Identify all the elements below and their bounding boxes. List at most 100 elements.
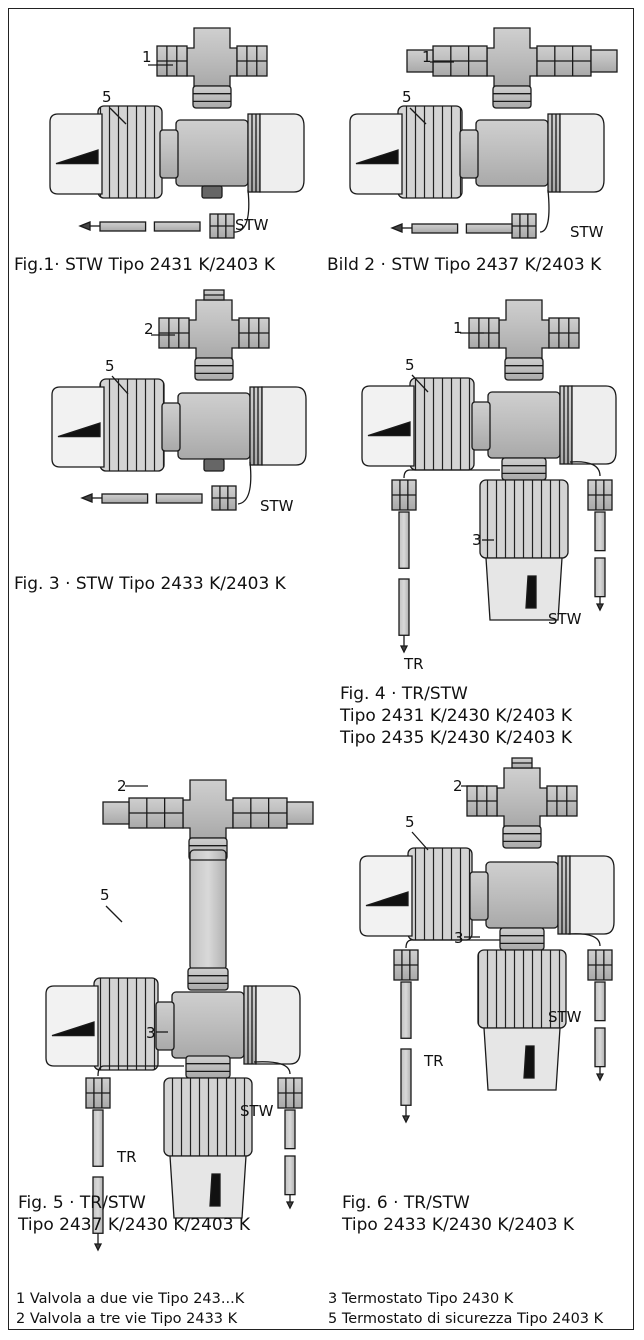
fig4-limiter-body — [361, 377, 617, 471]
fig5-sensor-left-label: TR — [117, 1148, 137, 1166]
fig1-limiter-body — [49, 105, 305, 199]
fig2-sensor-fitting — [511, 213, 537, 239]
stem-nut — [194, 357, 234, 381]
fig2-probe — [390, 223, 513, 234]
fig1-valve — [156, 27, 268, 109]
fig5-sensor-right-label: STW — [240, 1102, 274, 1120]
fig5-right-fitting — [277, 1077, 303, 1109]
fig3-leader-5 — [111, 375, 129, 395]
fig4-right-fitting — [587, 479, 613, 511]
thermo-knob — [479, 479, 569, 559]
right-cap — [569, 855, 615, 935]
fig2-valve — [406, 27, 618, 109]
stem-nut — [502, 825, 542, 849]
right-cap — [559, 113, 605, 193]
right-port — [236, 45, 268, 77]
fig3-caption: Fig. 3 · STW Tipo 2433 K/2403 K — [14, 574, 286, 594]
fig3-sensor-label: STW — [260, 497, 294, 515]
fig4-caption-line3: Tipo 2435 K/2430 K/2403 K — [340, 728, 573, 748]
right-port — [238, 317, 270, 349]
fig1-sensor-fitting — [209, 213, 235, 239]
fig6-leader-5 — [411, 831, 429, 851]
limiter-cap — [49, 113, 103, 195]
fig4-valve — [468, 299, 580, 381]
fig5-thermostat — [163, 1055, 253, 1219]
fig6-limiter-body — [359, 847, 615, 941]
stem-nut — [192, 85, 232, 109]
fig4-sensor-left-label: TR — [404, 655, 424, 673]
fig5-caption-line2: Tipo 2437 K/2430 K/2403 K — [18, 1215, 251, 1235]
figures-layer — [45, 27, 618, 1252]
fig4-drawing — [361, 299, 617, 654]
fig3-sensor-fitting — [211, 485, 237, 511]
fig3-valve — [158, 289, 270, 381]
fig6-valve — [466, 757, 578, 849]
fig6-right-fitting — [587, 949, 613, 981]
figure-frame — [8, 8, 634, 1330]
fig5-left-fitting — [85, 1077, 111, 1109]
fig4-callout-limiter: 5 — [405, 356, 415, 374]
fig6-left-probe — [400, 981, 412, 1124]
left-port — [466, 785, 498, 817]
fig2-callout-limiter: 5 — [402, 88, 412, 106]
fig6-thermostat — [477, 927, 567, 1091]
fig2-caption: Bild 2 · STW Tipo 2437 K/2403 K — [327, 255, 602, 275]
fig1-sensor-label: STW — [235, 216, 269, 234]
left-port — [432, 45, 488, 77]
fig3-callout-valve: 2 — [144, 320, 154, 338]
fig1-drawing — [49, 27, 305, 239]
fig3-drawing — [51, 289, 307, 511]
legend-item-2: 2 Valvola a tre vie Tipo 2433 K — [16, 1311, 238, 1327]
fig5-caption-line1: Fig. 5 · TR/STW — [18, 1193, 146, 1213]
left-port — [156, 45, 188, 77]
thermo-cap — [483, 1027, 561, 1091]
fig4-caption-line1: Fig. 4 · TR/STW — [340, 684, 468, 704]
fig5-leader-5 — [105, 905, 123, 923]
right-port — [546, 785, 578, 817]
right-cap — [259, 113, 305, 193]
limiter-cap — [349, 113, 403, 195]
fig5-callout-valve: 2 — [117, 777, 127, 795]
fig4-callout-valve: 1 — [453, 319, 463, 337]
fig1-callout-valve: 1 — [142, 48, 152, 66]
fig5-left-probe — [92, 1109, 104, 1252]
fig5-valve — [102, 779, 314, 861]
fig4-left-fitting — [391, 479, 417, 511]
legend-item-5: 5 Termostato di sicurezza Tipo 2403 K — [328, 1311, 604, 1327]
right-cap — [571, 385, 617, 465]
fig1-probe — [78, 221, 201, 232]
fig2-leader-5 — [409, 107, 427, 125]
fig3-callout-limiter: 5 — [105, 357, 115, 375]
fig6-right-probe — [594, 981, 606, 1082]
fig5-column-nut — [187, 967, 229, 991]
fig6-caption-line1: Fig. 6 · TR/STW — [342, 1193, 470, 1213]
fig6-callout-limiter: 5 — [405, 813, 415, 831]
thermo-cap — [169, 1155, 247, 1219]
fig2-callout-valve: 1 — [422, 48, 432, 66]
fig6-drawing — [359, 757, 615, 1124]
fig5-right-probe — [284, 1109, 296, 1210]
right-port — [548, 317, 580, 349]
left-port — [128, 797, 184, 829]
fig6-callout-thermostat: 3 — [454, 929, 464, 947]
fig6-left-fitting — [393, 949, 419, 981]
limiter-knob — [397, 105, 463, 199]
fig4-leader-5 — [411, 374, 429, 393]
limiter-knob — [99, 378, 165, 472]
right-port — [232, 797, 288, 829]
fig5-drawing — [45, 779, 314, 1252]
fig1-leader-5 — [109, 107, 127, 125]
limiter-knob — [97, 105, 163, 199]
stem-nut — [504, 357, 544, 381]
fig2-drawing — [349, 27, 618, 239]
fig6-sensor-right-label: STW — [548, 1008, 582, 1026]
fig5-callout-thermostat: 3 — [146, 1024, 156, 1042]
fig5-limiter-body — [45, 977, 301, 1071]
fig2-sensor-label: STW — [570, 223, 604, 241]
limiter-cap — [361, 385, 415, 467]
thermo-nut — [185, 1055, 231, 1079]
right-cap — [261, 386, 307, 466]
fig1-caption: Fig.1· STW Tipo 2431 K/2403 K — [14, 255, 276, 275]
fig6-sensor-left-label: TR — [424, 1052, 444, 1070]
